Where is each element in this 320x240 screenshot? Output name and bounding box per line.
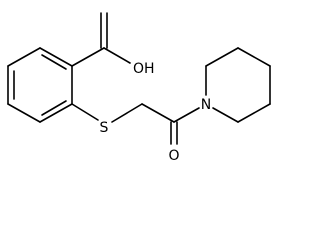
ring-to-sulfur-bond — [71, 103, 99, 121]
piperidine-ring — [205, 47, 271, 123]
carboxylic-acid-group — [71, 12, 131, 67]
piperidine-bond-3 — [237, 47, 271, 67]
benzene-ring — [7, 47, 73, 123]
sulfur-label: S — [100, 120, 109, 136]
ring-bond-4 — [7, 103, 41, 123]
sulfur-to-methylene-bond — [111, 103, 143, 123]
ring-double-bond-1 — [41, 54, 67, 70]
ketone-oxygen-label: O — [168, 148, 179, 164]
piperidine-bond-2 — [205, 47, 239, 67]
ring-bond-6 — [7, 47, 41, 67]
ring-bond-3 — [39, 103, 73, 123]
methylene-to-carbonyl-bond — [141, 103, 175, 123]
ring-double-bond-2 — [41, 100, 67, 116]
ring-to-carboxyl-bond — [71, 47, 105, 67]
carboxyl-oh-bond — [103, 47, 131, 64]
nitrogen-label: N — [201, 97, 211, 113]
piperidine-bond-5 — [237, 103, 271, 123]
hydroxyl-label: OH — [133, 61, 155, 77]
carbonyl-to-nitrogen-bond — [173, 107, 200, 123]
chemical-structure-diagram: OH S O N — [7, 12, 271, 164]
piperidine-bond-6 — [212, 107, 239, 123]
ring-bond-1 — [39, 47, 73, 67]
